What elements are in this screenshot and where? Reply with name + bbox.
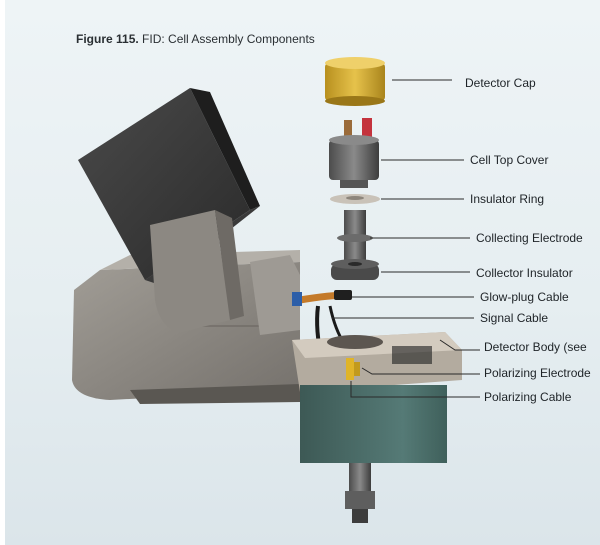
figure-number: Figure 115. — [76, 32, 139, 46]
leader-line-polarizing-electrode — [361, 367, 480, 375]
leader-line-polarizing-cable — [350, 381, 480, 398]
label-signal-cable: Signal Cable — [480, 311, 549, 325]
leader-line-detector-body — [439, 339, 480, 351]
label-polarizing-electrode: Polarizing Electrode — [484, 366, 591, 380]
detector-body — [292, 332, 462, 392]
collecting-electrode — [337, 210, 373, 260]
internal-mount — [250, 255, 300, 335]
page-edge — [0, 0, 5, 545]
label-glow-plug-cable: Glow-plug Cable — [480, 290, 569, 304]
cell-top-cover — [329, 118, 379, 188]
label-detector-cap: Detector Cap — [465, 76, 536, 90]
label-collecting-electrode: Collecting Electrode — [476, 231, 583, 245]
polarizing-connector — [346, 358, 360, 380]
label-detector-body: Detector Body (see — [484, 340, 587, 354]
detector-base-block — [300, 385, 447, 463]
label-cell-top-cover: Cell Top Cover — [470, 153, 549, 167]
insulator-ring — [330, 194, 380, 204]
figure-caption: Figure 115. FID: Cell Assembly Component… — [76, 32, 315, 46]
figure-title: FID: Cell Assembly Components — [142, 32, 315, 46]
cables — [292, 290, 352, 361]
leader-lines — [332, 79, 480, 398]
label-collector-insulator: Collector Insulator — [476, 266, 573, 280]
hinge-bracket — [150, 210, 244, 332]
label-polarizing-cable: Polarizing Cable — [484, 390, 572, 404]
detector-cap — [325, 57, 385, 106]
label-insulator-ring: Insulator Ring — [470, 192, 545, 206]
jet-fitting — [345, 463, 375, 523]
collector-insulator — [331, 259, 379, 280]
